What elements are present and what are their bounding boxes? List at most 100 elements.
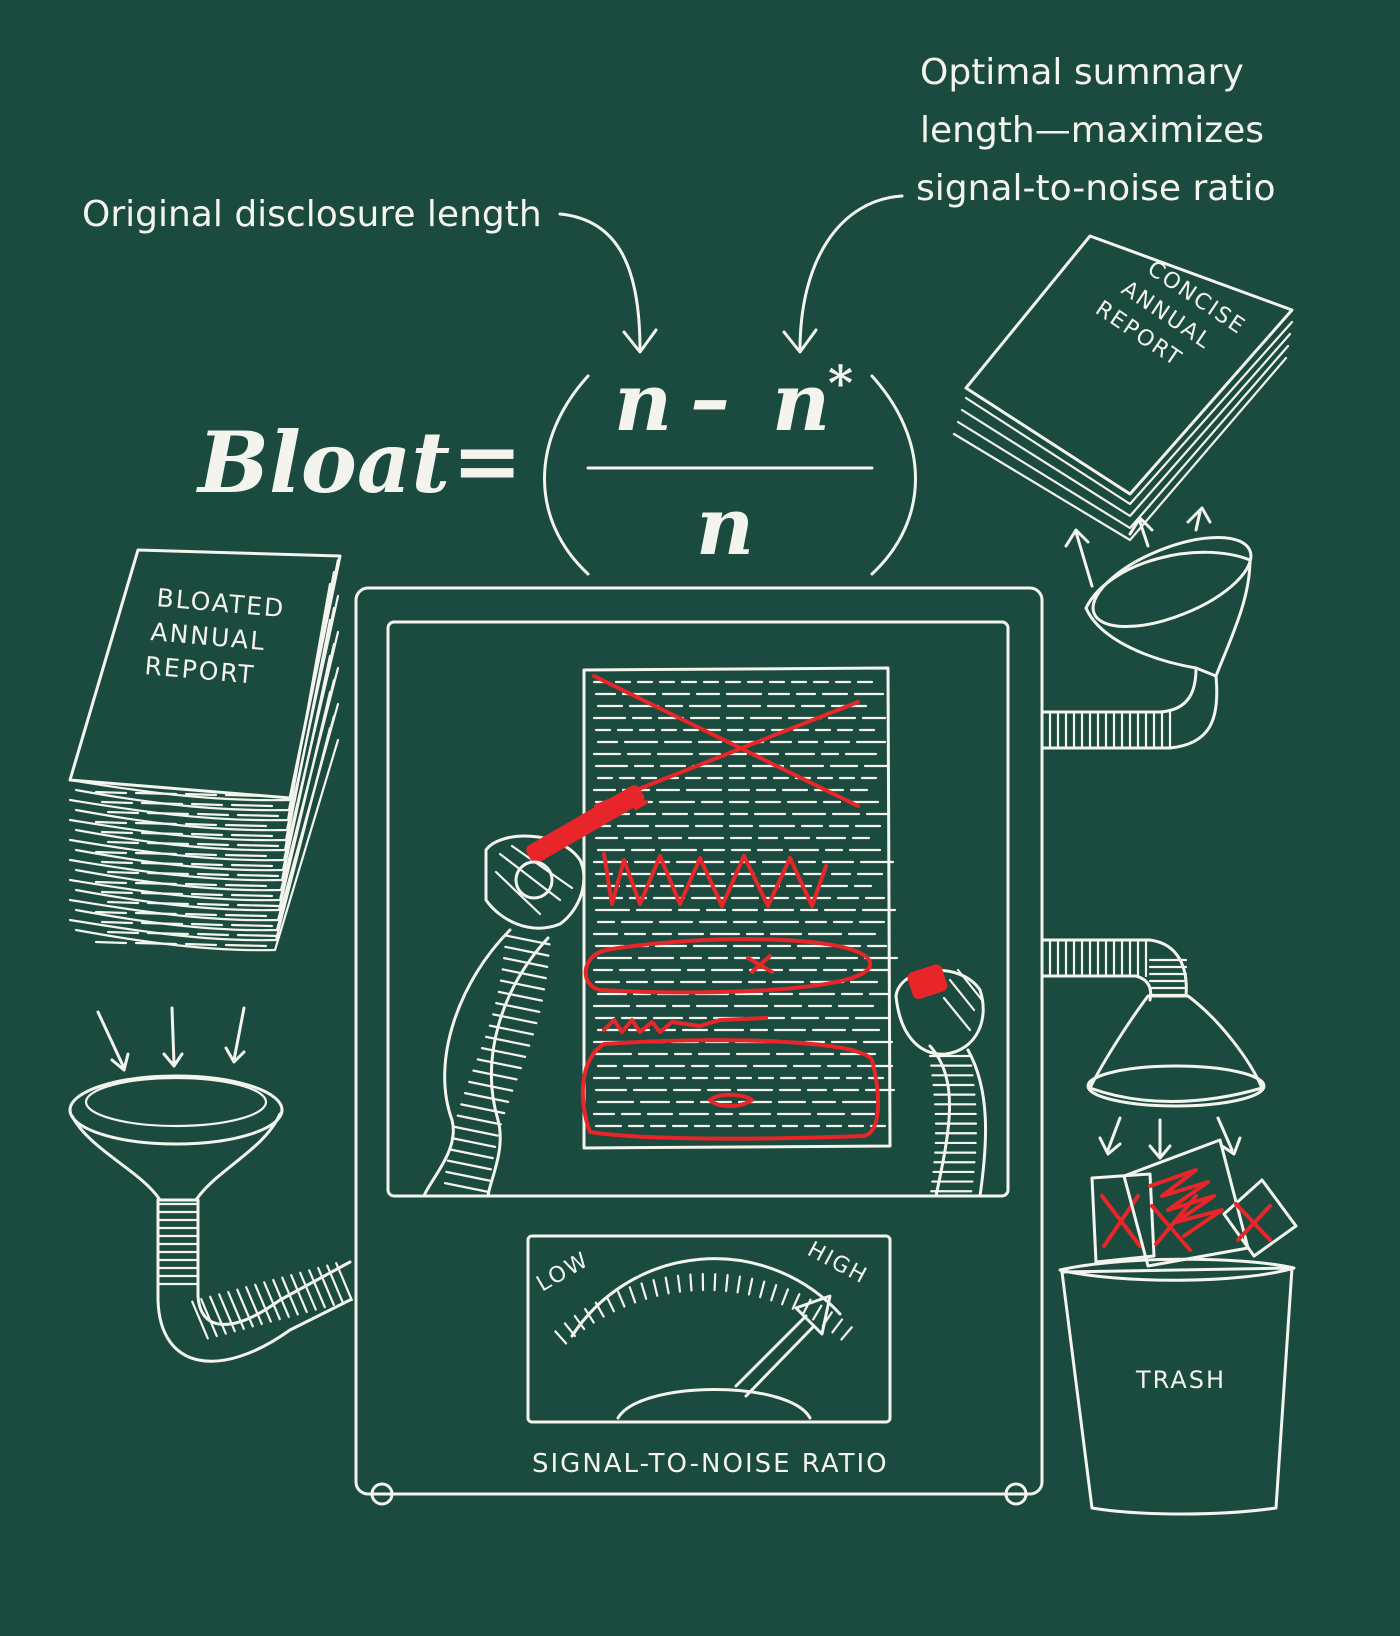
- concise-report-cover: [964, 234, 1294, 496]
- arm-rib: [443, 1182, 490, 1193]
- robot-arm-right: [894, 964, 988, 1198]
- red-eraser: [907, 964, 948, 1000]
- formula-minus: –: [690, 351, 730, 445]
- output-hose-bottom: [1040, 938, 1188, 1002]
- arm-rib: [505, 934, 551, 946]
- bloated-report-line1: BLOATED: [155, 583, 286, 623]
- arm-rib: [468, 1080, 514, 1092]
- formula-left-paren: [543, 374, 590, 576]
- meter-tick: [573, 1314, 586, 1331]
- trash-bin-body: [1060, 1266, 1294, 1516]
- formula-numerator-nstar: n: [772, 355, 830, 449]
- meter-tick: [628, 1286, 637, 1304]
- meter-tick: [713, 1273, 717, 1292]
- input-hose: [156, 1198, 353, 1363]
- output-arrows-down: [1098, 1116, 1242, 1160]
- bloated-report-stack: BLOATED ANNUAL REPORT: [68, 548, 342, 952]
- red-edits: [580, 674, 881, 1141]
- meter-tick: [736, 1275, 742, 1294]
- bloated-page-text: [100, 920, 274, 928]
- hose-rib: [209, 1295, 227, 1335]
- arm-rib: [445, 1170, 491, 1182]
- arm-rib: [484, 1035, 531, 1047]
- bloated-page-text: [100, 830, 274, 838]
- concise-page-edge: [956, 344, 1290, 530]
- formula-right-paren: [870, 374, 917, 576]
- meter-tick: [584, 1307, 595, 1324]
- arm-rib: [472, 1069, 518, 1081]
- formula-numerator-n: n: [614, 355, 672, 449]
- bloated-page-text: [100, 860, 274, 868]
- arrow-to-n-head: [622, 328, 658, 354]
- bloated-page-text: [94, 820, 268, 828]
- arm-rib: [503, 957, 549, 968]
- meter-needle: [734, 1294, 832, 1398]
- output-funnel-bottom: [1086, 994, 1266, 1108]
- meter-tick: [780, 1288, 789, 1306]
- meter-tick: [724, 1273, 729, 1293]
- concise-pages: [952, 320, 1294, 542]
- arm-rib: [480, 1047, 527, 1058]
- hose-rib: [191, 1300, 209, 1340]
- arm-rib: [463, 1092, 510, 1103]
- concise-report-stack: CONCISE ANNUAL REPORT: [952, 234, 1294, 542]
- document-page: [582, 666, 892, 1150]
- arm-rib: [476, 1058, 522, 1070]
- meter-tick: [554, 1330, 568, 1345]
- signal-to-noise-meter: LOW HIGH SIGNAL-TO-NOISE RATIO: [526, 1234, 892, 1479]
- input-funnel: [68, 1074, 284, 1202]
- bloated-page-text: [106, 870, 280, 878]
- hose-rib: [263, 1281, 281, 1321]
- bloated-page-text: [100, 800, 274, 808]
- bloated-page-edge: [68, 582, 332, 822]
- machine-foot-left: [370, 1482, 394, 1506]
- hose-rib: [335, 1262, 353, 1302]
- hose-rib: [317, 1266, 335, 1306]
- meter-tick: [812, 1304, 823, 1321]
- trash-can: TRASH: [1058, 1138, 1298, 1516]
- arm-rib: [499, 979, 546, 991]
- meter-high-label: HIGH: [803, 1237, 872, 1289]
- hose-rib: [236, 1288, 254, 1328]
- bloated-page-text: [94, 790, 268, 798]
- hose-rib: [326, 1264, 344, 1304]
- output-funnel-top: [1084, 535, 1253, 678]
- annotation-optimal-line3: signal-to-noise ratio: [916, 168, 1275, 209]
- hose-rib: [272, 1278, 290, 1318]
- arm-rib: [456, 1114, 502, 1126]
- meter-scale-arc: [570, 1257, 842, 1338]
- hose-rib: [299, 1271, 317, 1311]
- hose-rib: [281, 1276, 299, 1316]
- formula-star: *: [828, 356, 853, 412]
- meter-tick: [770, 1284, 778, 1302]
- bloated-page-text: [106, 810, 280, 818]
- arm-rib: [497, 990, 544, 1002]
- meter-tick: [747, 1277, 754, 1296]
- arm-rib: [504, 945, 550, 957]
- meter-tick: [791, 1293, 801, 1310]
- annotation-original-length: Original disclosure length: [82, 194, 542, 235]
- bloated-page-text: [100, 890, 274, 898]
- hose-rib: [254, 1283, 272, 1323]
- hose-rib: [308, 1269, 326, 1309]
- machine-window: [386, 620, 1010, 1198]
- arm-rib: [492, 1013, 538, 1025]
- meter-low-label: LOW: [533, 1247, 594, 1297]
- meter-tick: [563, 1322, 577, 1338]
- discarded-page-1: [1090, 1172, 1156, 1264]
- robot-arm-left: [422, 785, 648, 1198]
- hose-rib: [227, 1290, 245, 1330]
- bloated-page-text: [106, 900, 280, 908]
- annotation-optimal-line2: length—maximizes: [920, 110, 1264, 151]
- arm-rib: [453, 1125, 499, 1137]
- machine-body: [354, 586, 1044, 1496]
- discarded-page-3: [1222, 1178, 1298, 1258]
- trash-label: TRASH: [1135, 1366, 1226, 1394]
- arm-rib: [501, 968, 547, 980]
- meter-tick: [594, 1301, 605, 1318]
- meter-tick: [617, 1290, 626, 1308]
- meter-tick: [605, 1295, 615, 1313]
- bloated-report-line3: REPORT: [143, 651, 256, 690]
